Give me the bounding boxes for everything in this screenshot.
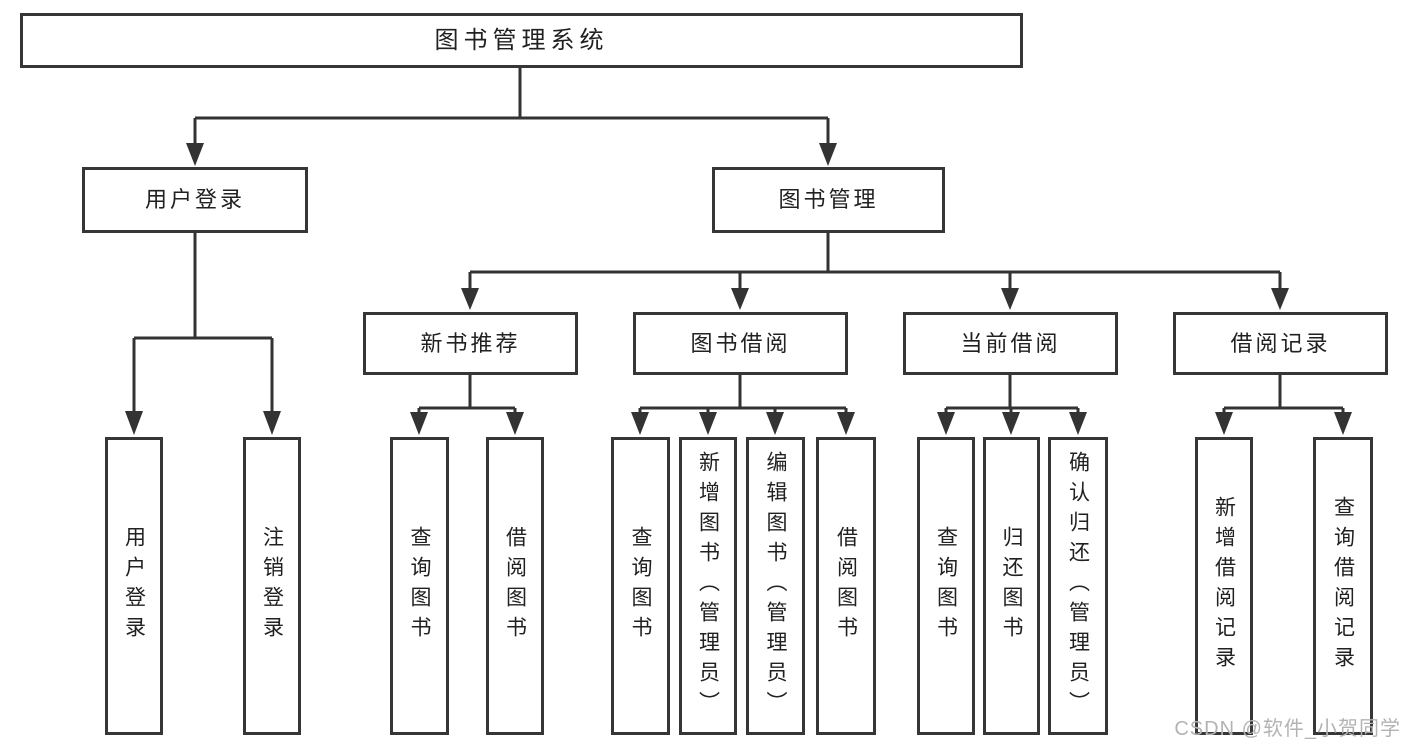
connector-root xyxy=(193,68,830,144)
leaf-add-borrow-record: 新增借阅记录 xyxy=(1195,437,1253,735)
leaf-user-login: 用户登录 xyxy=(105,437,163,735)
connector-book-management xyxy=(468,233,1282,290)
connector-user-login xyxy=(132,233,274,413)
node-label: 图书管理 xyxy=(778,187,879,212)
node-user-login: 用户登录 xyxy=(82,167,308,233)
leaf-confirm-return-admin: 确认归还（管理员） xyxy=(1048,437,1108,735)
leaf-return-books: 归还图书 xyxy=(983,437,1040,735)
node-label: 注销登录 xyxy=(260,526,284,646)
node-current-borrowing: 当前借阅 xyxy=(903,312,1118,375)
leaf-borrow-books: 借阅图书 xyxy=(486,437,544,735)
arrowhead-icon xyxy=(819,143,837,166)
connector-new-book xyxy=(417,375,517,414)
arrowhead-icon xyxy=(766,412,784,435)
node-label: 新增借阅记录 xyxy=(1212,496,1236,676)
arrowhead-icon xyxy=(631,412,649,435)
node-label: 借阅记录 xyxy=(1230,330,1331,356)
node-label: 当前借阅 xyxy=(960,330,1061,356)
arrowhead-icon xyxy=(410,412,428,435)
node-label: 归还图书 xyxy=(1000,526,1023,646)
arrowhead-icon xyxy=(837,412,855,435)
node-label: 确认归还（管理员） xyxy=(1066,451,1090,721)
node-label: 用户登录 xyxy=(144,187,245,212)
arrowhead-icon xyxy=(1334,412,1352,435)
arrowhead-icon xyxy=(1271,288,1289,310)
arrowhead-icon xyxy=(937,412,955,435)
leaf-edit-books-admin: 编辑图书（管理员） xyxy=(746,437,805,735)
leaf-query-books: 查询图书 xyxy=(390,437,449,735)
connector-current-borrowing xyxy=(944,375,1080,414)
node-label: 借阅图书 xyxy=(834,526,858,646)
connector-book-borrowing xyxy=(638,375,848,414)
leaf-borrow-books: 借阅图书 xyxy=(816,437,876,735)
leaf-query-books: 查询图书 xyxy=(611,437,670,735)
node-book-management: 图书管理 xyxy=(712,167,945,233)
arrowhead-icon xyxy=(125,411,143,435)
leaf-add-books-admin: 新增图书（管理员） xyxy=(679,437,737,735)
arrowhead-icon xyxy=(1001,288,1019,310)
node-borrowing-records: 借阅记录 xyxy=(1173,312,1388,375)
arrowhead-icon xyxy=(1002,412,1020,435)
watermark: CSDN @软件_小贺同学 xyxy=(1174,718,1401,740)
node-label: 查询图书 xyxy=(934,526,958,646)
arrowhead-icon xyxy=(731,288,749,310)
node-label: 用户登录 xyxy=(122,526,146,646)
arrowhead-icon xyxy=(461,288,479,310)
node-label: 新书推荐 xyxy=(420,330,521,356)
connector-borrow-records xyxy=(1222,375,1345,414)
node-library-management-system: 图书管理系统 xyxy=(20,13,1023,68)
node-label: 图书借阅 xyxy=(690,330,791,356)
arrowhead-icon xyxy=(699,412,717,435)
leaf-logout: 注销登录 xyxy=(243,437,301,735)
arrowhead-icon xyxy=(263,411,281,435)
node-label: 查询借阅记录 xyxy=(1331,496,1355,676)
leaf-query-borrow-record: 查询借阅记录 xyxy=(1313,437,1373,735)
arrowhead-icon xyxy=(506,412,524,435)
node-label: 图书管理系统 xyxy=(434,26,609,54)
arrowhead-icon xyxy=(1069,412,1087,435)
node-label: 查询图书 xyxy=(408,526,431,646)
node-book-borrowing: 图书借阅 xyxy=(633,312,848,375)
arrowhead-icon xyxy=(1215,412,1233,435)
node-label: 编辑图书（管理员） xyxy=(764,451,787,721)
node-label: 查询图书 xyxy=(629,526,652,646)
node-label: 新增图书（管理员） xyxy=(696,451,720,721)
leaf-query-books: 查询图书 xyxy=(917,437,975,735)
node-label: 借阅图书 xyxy=(503,526,527,646)
node-new-book-recommendation: 新书推荐 xyxy=(363,312,578,375)
arrowhead-icon xyxy=(186,143,204,166)
